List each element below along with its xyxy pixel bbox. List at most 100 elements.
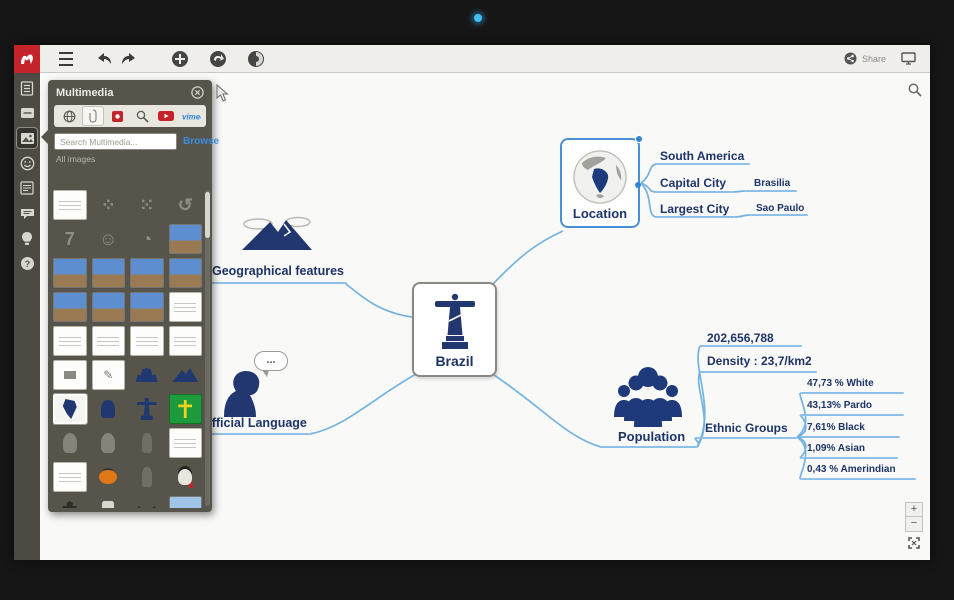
thumbnail-photo[interactable] <box>168 258 202 288</box>
thumbnail-figure[interactable] <box>130 462 164 492</box>
population-crowd-icon <box>614 367 682 427</box>
subtopic-ethnic-groups[interactable]: Ethnic Groups <box>705 421 788 435</box>
app-window: Share <box>14 44 930 560</box>
thumbnail-card[interactable] <box>168 292 202 322</box>
emoji-tool-button[interactable] <box>17 153 37 173</box>
help-button[interactable]: ? <box>17 253 37 273</box>
thumbnail-ghost[interactable] <box>53 428 87 458</box>
task-info-tool-button[interactable] <box>17 178 37 198</box>
undo-icon <box>97 52 111 64</box>
thumbnail-figure[interactable] <box>130 428 164 458</box>
thumbnail-bluecrowd[interactable] <box>130 360 164 390</box>
thumbnail-castle[interactable] <box>53 496 87 508</box>
browse-link[interactable]: Browse <box>183 136 220 147</box>
thumbnail-card[interactable] <box>91 326 125 356</box>
subtopic-ethnic-black[interactable]: 7,61% Black <box>807 422 865 433</box>
speech-bubble-icon: ... <box>254 351 288 371</box>
youtube-icon <box>158 111 175 121</box>
topic-style-tool-button[interactable] <box>17 103 37 123</box>
fit-map-button[interactable] <box>905 535 923 550</box>
thumbnail-ghost[interactable] <box>92 428 126 458</box>
subtopic-sao-paulo[interactable]: Sao Paulo <box>756 203 805 214</box>
image-filter-label[interactable]: All images <box>56 154 96 164</box>
thumbnail-glyph[interactable]: ◔ <box>141 228 153 249</box>
panel-scrollbar[interactable] <box>205 190 210 506</box>
subtopic-brasilia[interactable]: Brasilia <box>754 178 791 189</box>
thumbnail-sketch[interactable]: ✎ <box>91 360 125 390</box>
close-panel-icon[interactable] <box>191 86 204 99</box>
tab-youtube[interactable] <box>156 107 176 125</box>
thumbnail-pumpkin[interactable] <box>92 462 126 492</box>
thumbnail-photoL[interactable] <box>168 496 202 508</box>
app-logo[interactable] <box>14 44 40 73</box>
thumbnail-card[interactable] <box>130 326 164 356</box>
tab-attachments[interactable] <box>82 106 105 126</box>
thumbnail-statue[interactable] <box>130 394 164 424</box>
thumbnail-photo[interactable] <box>168 224 202 254</box>
globe-icon <box>63 110 76 122</box>
multimedia-search-input[interactable] <box>54 133 177 150</box>
thumbnail-tooltip[interactable] <box>53 360 87 390</box>
thumbnail-bat[interactable] <box>130 496 164 508</box>
share-button[interactable]: Share <box>844 52 886 65</box>
presenter-button[interactable] <box>206 47 230 71</box>
topic-population[interactable]: Population <box>618 429 686 444</box>
subtopic-south-america[interactable]: South America <box>660 149 745 163</box>
node-handle-dot[interactable] <box>635 135 643 143</box>
multimedia-tool-button[interactable] <box>16 127 38 149</box>
thumbnail-glyph[interactable]: ⁙ <box>139 194 155 215</box>
thumbnail-card[interactable] <box>53 326 87 356</box>
thumbnail-bluemtn[interactable] <box>169 360 203 390</box>
thumbnail-photo[interactable] <box>130 258 164 288</box>
thumbnail-vampire[interactable] <box>169 462 203 492</box>
thumbnail-card[interactable] <box>53 462 87 492</box>
branch-line <box>750 214 808 216</box>
subtopic-ethnic-white[interactable]: 47,73 % White <box>807 378 874 389</box>
thumbnail-photo[interactable] <box>53 292 87 322</box>
subtopic-capital-city[interactable]: Capital City <box>660 176 727 190</box>
comments-tool-button[interactable] <box>17 203 37 223</box>
subtopic-ethnic-asian[interactable]: 1,09% Asian <box>807 443 865 454</box>
thumbnail-photo[interactable] <box>91 292 125 322</box>
subtopic-largest-city[interactable]: Largest City <box>660 202 730 216</box>
tab-vimeo[interactable]: vimeo <box>181 107 201 125</box>
subtopic-ethnic-amerindian[interactable]: 0,43 % Amerindian <box>807 464 896 475</box>
monitor-icon <box>900 52 916 65</box>
notes-tool-button[interactable] <box>17 78 37 98</box>
subtopic-population-number[interactable]: 202,656,788 <box>707 331 774 345</box>
thumbnail-card[interactable] <box>168 326 202 356</box>
focus-button[interactable] <box>244 47 268 71</box>
thumbnail-glyph[interactable]: ☺ <box>99 228 118 249</box>
zoom-in-button[interactable]: + <box>905 502 923 517</box>
map-search-icon[interactable] <box>908 83 922 97</box>
thumbnail-card[interactable] <box>53 190 87 220</box>
tab-image-search[interactable] <box>132 107 152 125</box>
thumbnail-flag[interactable] <box>168 394 202 424</box>
presentation-mode-button[interactable] <box>896 47 920 71</box>
tab-web-images[interactable] <box>59 107 79 125</box>
topic-geographical-features[interactable]: Geographical features <box>212 264 344 278</box>
add-topic-button[interactable] <box>168 47 192 71</box>
menu-button[interactable] <box>54 47 78 71</box>
ideas-tool-button[interactable] <box>17 228 37 248</box>
subtopic-ethnic-pardo[interactable]: 43,13% Pardo <box>807 400 873 411</box>
thumbnail-photo[interactable] <box>53 258 87 288</box>
zoom-out-button[interactable]: − <box>905 517 923 532</box>
thumbnail-frank[interactable] <box>92 496 126 508</box>
share-icon <box>844 52 857 65</box>
thumbnail-card[interactable] <box>168 428 202 458</box>
tab-clipart[interactable] <box>108 107 128 125</box>
topic-location[interactable]: Location <box>560 135 643 228</box>
redo-button[interactable] <box>116 47 140 71</box>
thumbnail-glyph[interactable]: ⁘ <box>100 194 116 215</box>
thumbnail-glyph[interactable]: ↺ <box>177 194 193 215</box>
thumbnail-bluehead[interactable] <box>92 394 126 424</box>
subtopic-density[interactable]: Density : 23,7/km2 <box>707 354 812 368</box>
thumbnail-photo[interactable] <box>130 292 164 322</box>
undo-button[interactable] <box>92 47 116 71</box>
thumbnail-photo[interactable] <box>91 258 125 288</box>
topic-official-language[interactable]: Official Language <box>202 416 307 430</box>
central-topic-brazil[interactable]: Brazil <box>412 282 497 377</box>
thumbnail-glyph[interactable]: 7 <box>64 228 75 249</box>
thumbnail-map[interactable] <box>53 393 88 425</box>
